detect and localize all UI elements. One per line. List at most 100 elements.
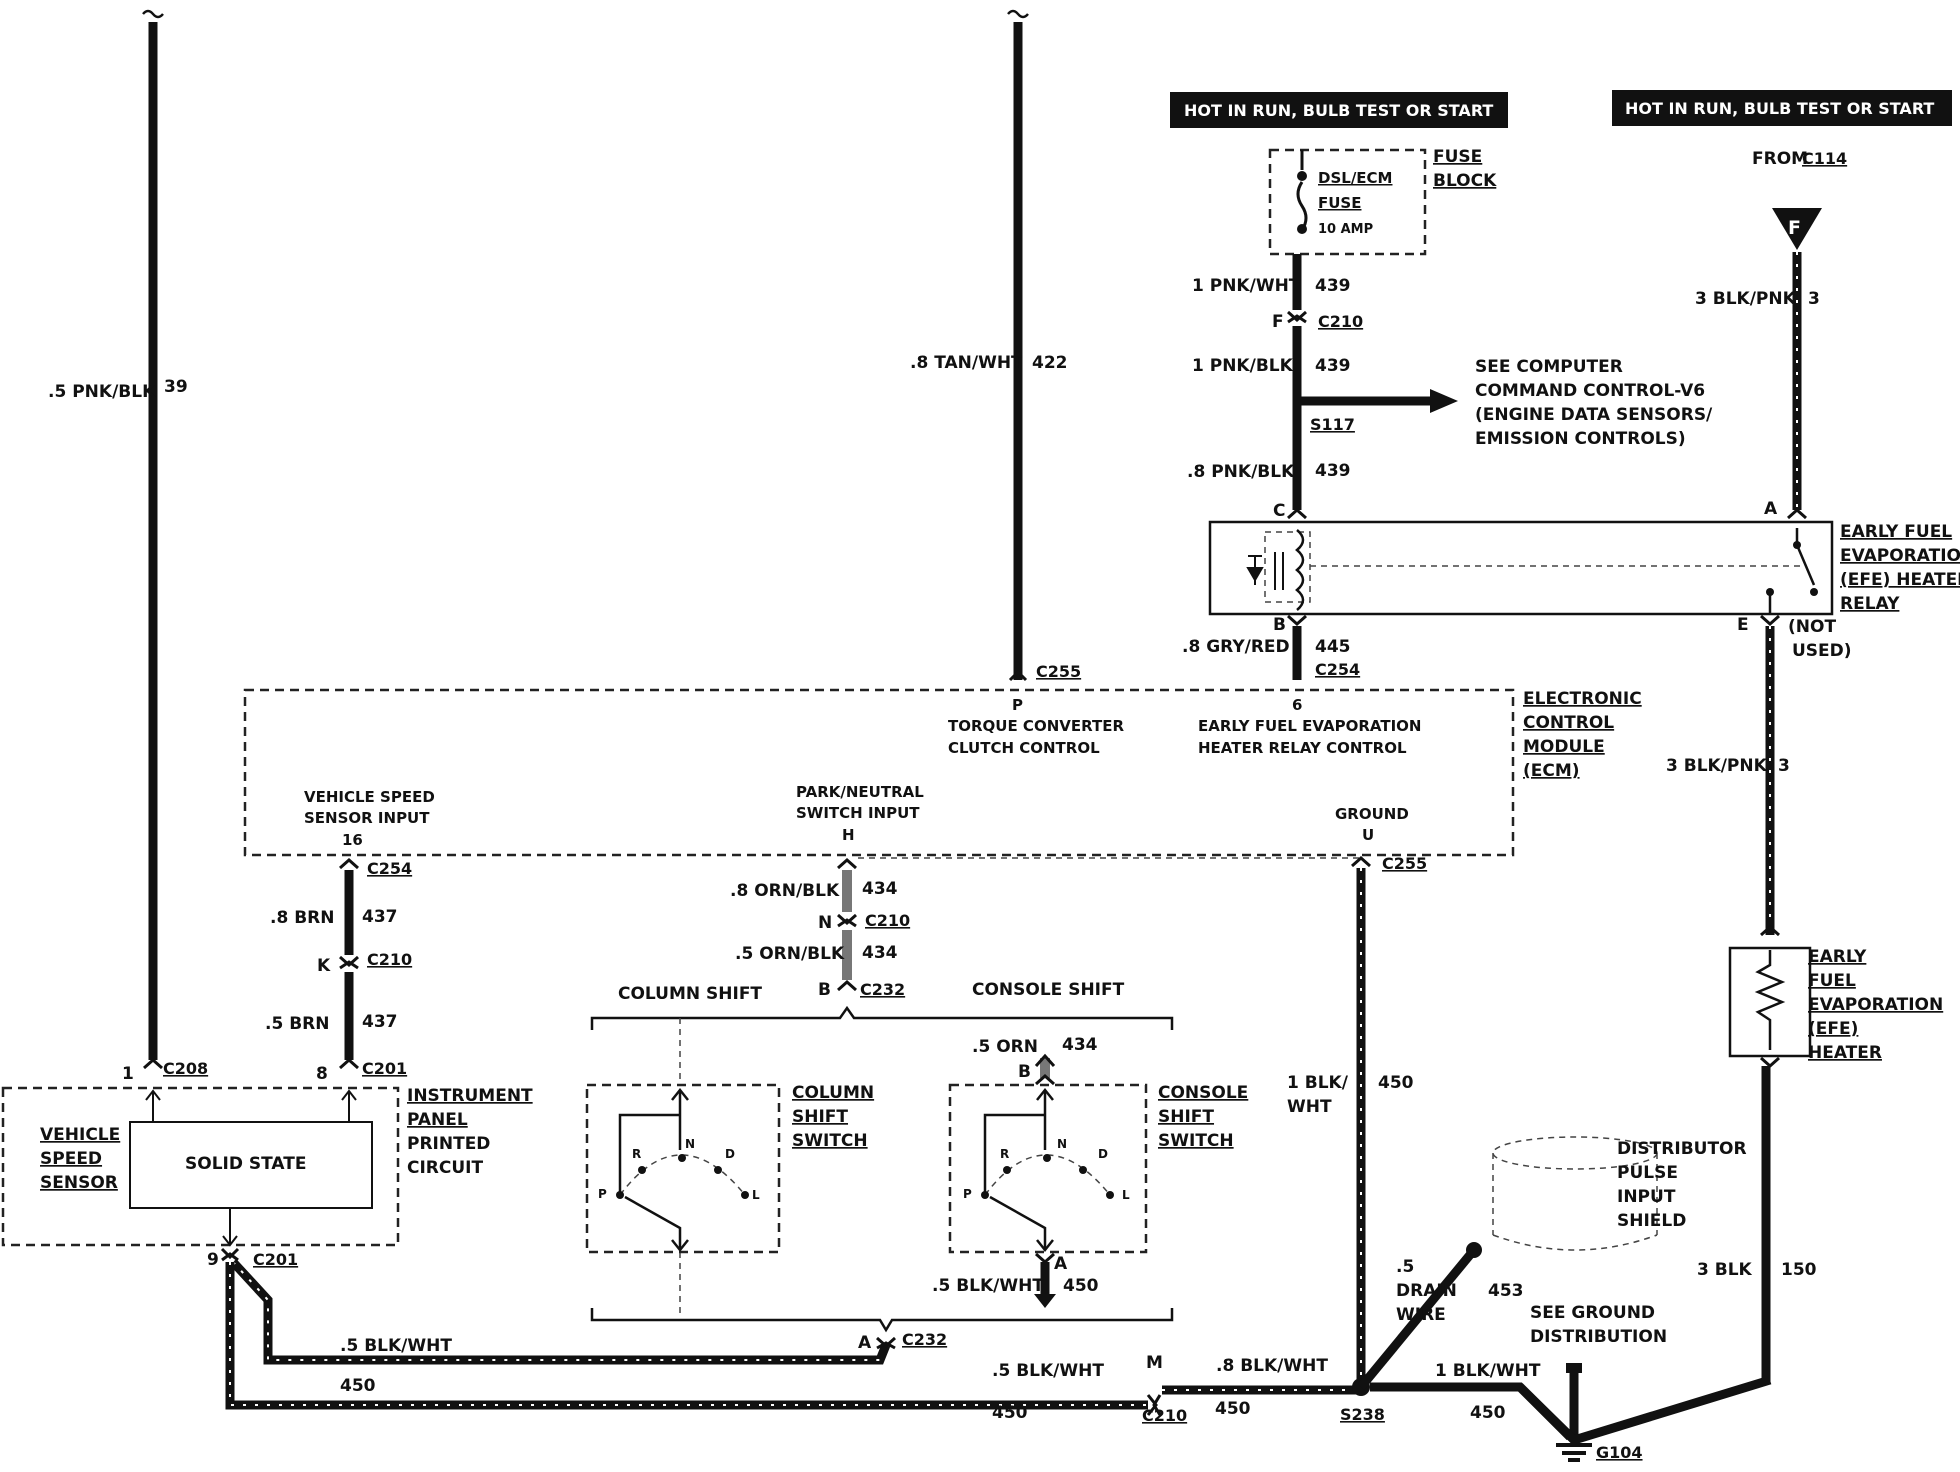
svg-text:BLOCK: BLOCK bbox=[1433, 171, 1497, 191]
svg-text:VEHICLE: VEHICLE bbox=[40, 1125, 120, 1145]
svg-text:FROM: FROM bbox=[1752, 149, 1808, 169]
svg-text:PARK/NEUTRAL: PARK/NEUTRAL bbox=[796, 783, 924, 801]
svg-text:K: K bbox=[317, 956, 331, 976]
wire-434: .8 ORN/BLK 434 N C210 .5 ORN/BLK 434 B C… bbox=[730, 857, 910, 1000]
svg-text:A: A bbox=[1764, 499, 1778, 519]
svg-text:(NOT: (NOT bbox=[1788, 617, 1836, 637]
c255-top-name: C255 bbox=[1036, 662, 1081, 681]
svg-text:R: R bbox=[1000, 1147, 1009, 1161]
svg-text:A: A bbox=[1054, 1254, 1068, 1274]
svg-text:PULSE: PULSE bbox=[1617, 1163, 1678, 1183]
svg-text:SENSOR INPUT: SENSOR INPUT bbox=[304, 809, 430, 827]
svg-text:DSL/ECM: DSL/ECM bbox=[1318, 169, 1392, 187]
svg-text:DISTRIBUTION: DISTRIBUTION bbox=[1530, 1327, 1667, 1347]
svg-text:3: 3 bbox=[1808, 289, 1820, 309]
from-c114: FROM C114 F bbox=[1752, 149, 1847, 250]
svg-text:VEHICLE SPEED: VEHICLE SPEED bbox=[304, 788, 435, 806]
svg-text:HOT IN RUN, BULB TEST OR STAR: HOT IN RUN, BULB TEST OR START bbox=[1184, 101, 1493, 120]
wire-422: .8 TAN/WHT 422 C255 bbox=[910, 9, 1081, 682]
svg-text:U: U bbox=[1362, 826, 1374, 844]
svg-text:C114: C114 bbox=[1802, 149, 1847, 168]
wire-150: 3 BLK 150 bbox=[1697, 1066, 1817, 1382]
svg-text:INPUT: INPUT bbox=[1617, 1187, 1676, 1207]
wire-39-gauge: .5 PNK/BLK bbox=[48, 382, 156, 402]
wire-422-gauge: .8 TAN/WHT bbox=[910, 353, 1023, 373]
svg-text:N: N bbox=[1057, 1137, 1067, 1151]
svg-text:.5 BLK/WHT: .5 BLK/WHT bbox=[932, 1276, 1044, 1296]
svg-text:G104: G104 bbox=[1596, 1443, 1643, 1462]
svg-text:WIRE: WIRE bbox=[1396, 1305, 1446, 1325]
connector-icon bbox=[1287, 310, 1307, 324]
svg-text:.8 ORN/BLK: .8 ORN/BLK bbox=[730, 881, 840, 901]
svg-text:E: E bbox=[1737, 615, 1749, 635]
svg-text:3: 3 bbox=[1778, 756, 1790, 776]
svg-text:3 BLK/PNK: 3 BLK/PNK bbox=[1666, 756, 1768, 776]
svg-text:FUSE: FUSE bbox=[1433, 147, 1482, 167]
svg-text:CONTROL: CONTROL bbox=[1523, 713, 1614, 733]
svg-text:P: P bbox=[598, 1187, 607, 1201]
svg-text:SWITCH: SWITCH bbox=[792, 1131, 868, 1151]
wire-445: B .8 GRY/RED 445 C254 6 bbox=[1182, 614, 1360, 714]
svg-text:SPEED: SPEED bbox=[40, 1149, 102, 1169]
connector-icon bbox=[1008, 669, 1028, 682]
svg-text:.8 GRY/RED: .8 GRY/RED bbox=[1182, 637, 1290, 657]
wire-422-circuit: 422 bbox=[1032, 353, 1068, 373]
svg-text:CLUTCH CONTROL: CLUTCH CONTROL bbox=[948, 739, 1100, 757]
wire-450-ecm: C255 1 BLK/ WHT 450 bbox=[1287, 854, 1427, 1385]
svg-text:P: P bbox=[1012, 696, 1023, 714]
svg-text:CONSOLE SHIFT: CONSOLE SHIFT bbox=[972, 980, 1125, 1000]
heater-element-icon bbox=[1754, 950, 1786, 1050]
svg-text:150: 150 bbox=[1781, 1260, 1817, 1280]
diode-icon bbox=[1246, 555, 1264, 585]
svg-text:450: 450 bbox=[340, 1376, 376, 1396]
svg-text:C201: C201 bbox=[253, 1250, 298, 1269]
svg-text:437: 437 bbox=[362, 907, 398, 927]
see-ground-note: SEE GROUND DISTRIBUTION bbox=[1530, 1303, 1667, 1347]
svg-text:(EFE) HEATER: (EFE) HEATER bbox=[1840, 570, 1960, 590]
svg-text:.5 BLK/WHT: .5 BLK/WHT bbox=[992, 1361, 1104, 1381]
svg-text:(EFE): (EFE) bbox=[1808, 1019, 1858, 1039]
svg-text:C210: C210 bbox=[367, 950, 412, 969]
console-shift-switch: .5 ORN 434 B R N D P L CONSOLE SHIFT SWI… bbox=[932, 1035, 1248, 1308]
svg-text:B: B bbox=[1273, 615, 1286, 635]
arrow-down-icon bbox=[222, 1208, 238, 1247]
svg-text:1: 1 bbox=[122, 1064, 134, 1084]
svg-text:EVAPORATION: EVAPORATION bbox=[1808, 995, 1943, 1015]
ground-g104: G104 bbox=[1516, 1363, 1772, 1462]
svg-text:SEE COMPUTER: SEE COMPUTER bbox=[1475, 357, 1623, 377]
svg-text:1 PNK/BLK: 1 PNK/BLK bbox=[1192, 356, 1294, 376]
fuse-block: DSL/ECM FUSE 10 AMP FUSE BLOCK bbox=[1268, 147, 1497, 256]
efe-heater-relay: EARLY FUEL EVAPORATION (EFE) HEATER RELA… bbox=[1208, 520, 1960, 616]
svg-text:.8 BRN: .8 BRN bbox=[270, 908, 334, 928]
arrow-right-icon bbox=[1430, 389, 1458, 413]
svg-text:SENSOR: SENSOR bbox=[40, 1173, 118, 1193]
svg-text:C208: C208 bbox=[163, 1059, 208, 1078]
svg-text:INSTRUMENT: INSTRUMENT bbox=[407, 1086, 533, 1106]
header-left: HOT IN RUN, BULB TEST OR START bbox=[1170, 92, 1508, 128]
svg-text:USED): USED) bbox=[1792, 641, 1852, 661]
svg-text:450: 450 bbox=[1215, 1399, 1251, 1419]
svg-text:439: 439 bbox=[1315, 461, 1351, 481]
svg-text:1 BLK/: 1 BLK/ bbox=[1287, 1073, 1349, 1093]
svg-text:10 AMP: 10 AMP bbox=[1318, 222, 1373, 237]
svg-text:C210: C210 bbox=[1318, 312, 1363, 331]
svg-text:HOT IN RUN, BULB TEST OR STAR: HOT IN RUN, BULB TEST OR START bbox=[1625, 99, 1934, 118]
svg-text:EMISSION CONTROLS): EMISSION CONTROLS) bbox=[1475, 429, 1686, 449]
wire-439: 1 PNK/WHT 439 F C210 1 PNK/BLK 439 S117 … bbox=[1187, 254, 1458, 521]
svg-text:.5 ORN/BLK: .5 ORN/BLK bbox=[735, 944, 845, 964]
svg-text:SWITCH INPUT: SWITCH INPUT bbox=[796, 804, 920, 822]
svg-text:H: H bbox=[842, 826, 855, 844]
wire-39: .5 PNK/BLK 39 bbox=[48, 9, 188, 1060]
svg-text:3 BLK: 3 BLK bbox=[1697, 1260, 1753, 1280]
wire-3-upper: 3 BLK/PNK 3 A bbox=[1695, 252, 1820, 520]
svg-text:HEATER RELAY CONTROL: HEATER RELAY CONTROL bbox=[1198, 739, 1407, 757]
svg-text:CONSOLE: CONSOLE bbox=[1158, 1083, 1248, 1103]
svg-text:C254: C254 bbox=[367, 859, 412, 878]
svg-text:PRINTED: PRINTED bbox=[407, 1134, 490, 1154]
vehicle-speed-sensor: 1 C208 8 C201 SOLID STATE VEHICLE SPEED … bbox=[1, 1057, 533, 1270]
svg-text:S117: S117 bbox=[1310, 415, 1355, 434]
svg-text:.5 ORN: .5 ORN bbox=[972, 1037, 1038, 1057]
svg-text:CIRCUIT: CIRCUIT bbox=[407, 1158, 483, 1178]
svg-text:437: 437 bbox=[362, 1012, 398, 1032]
